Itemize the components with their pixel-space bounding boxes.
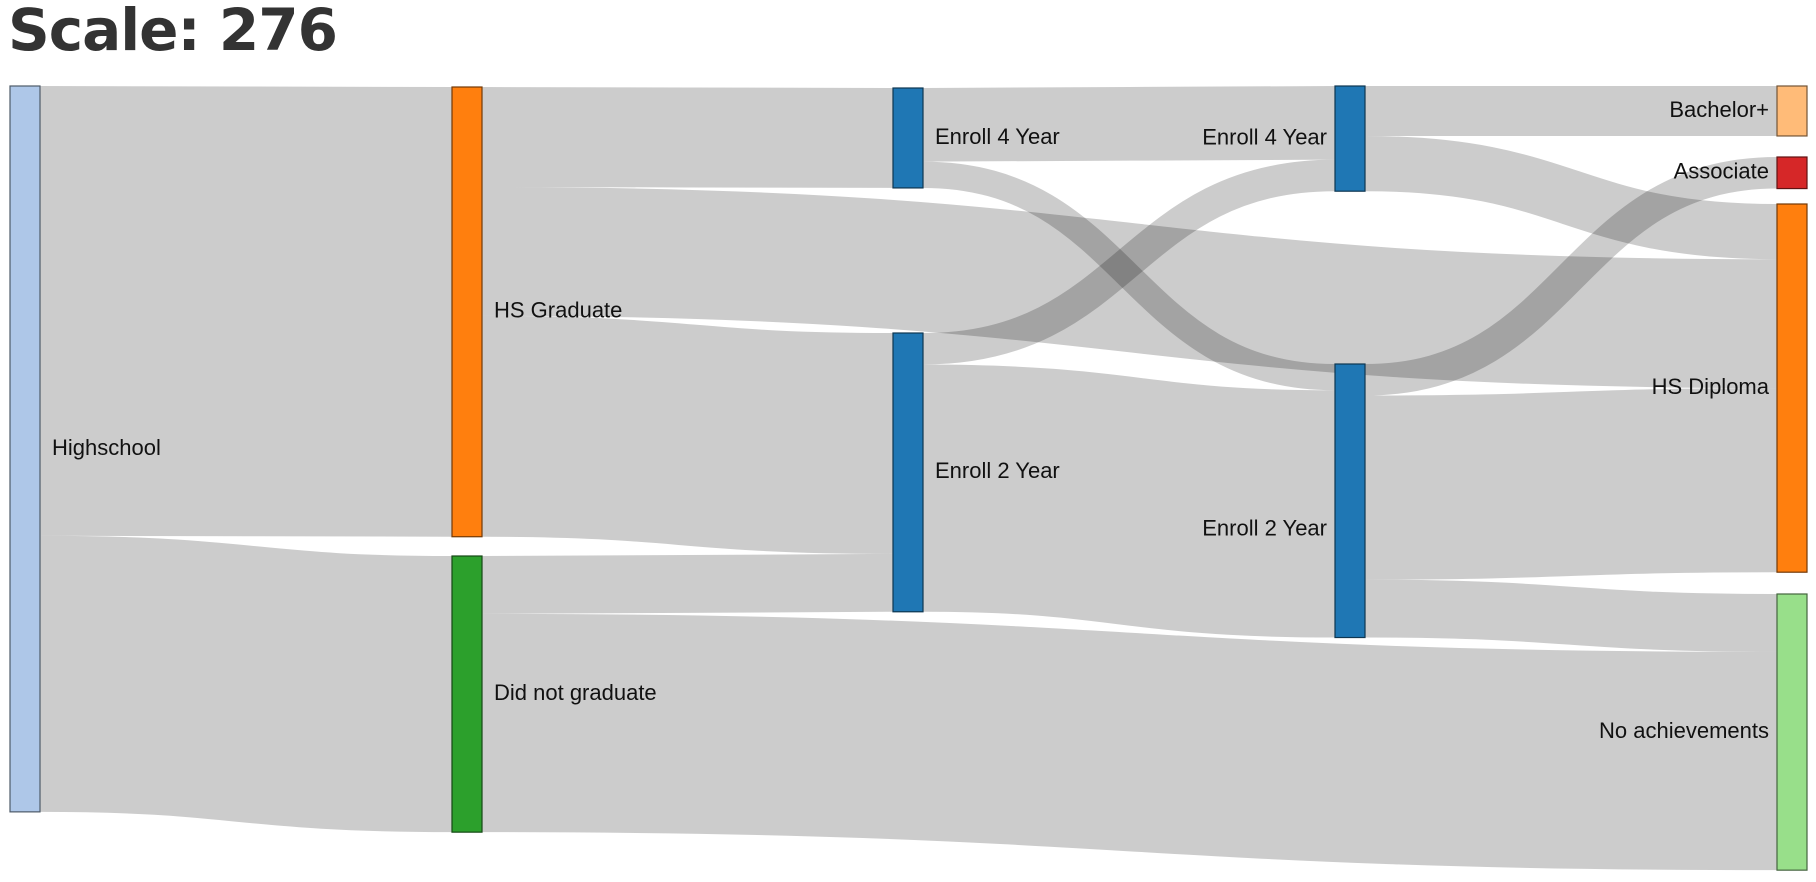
node-enroll2_b <box>1334 363 1366 639</box>
link-enroll4_a-to-enroll4_b <box>922 86 1336 162</box>
node-enroll4_a <box>892 87 924 189</box>
link-enroll2_a-to-enroll4_b <box>922 159 1336 365</box>
link-highschool-to-did_not_graduate <box>39 535 453 833</box>
node-did_not_graduate <box>451 555 483 833</box>
link-hs_graduate-to-hs_diploma <box>481 186 1778 389</box>
node-label-no_achievements: No achievements <box>1599 718 1769 743</box>
page-title: Scale: 276 <box>8 0 338 64</box>
node-label-bachelor: Bachelor+ <box>1669 97 1769 122</box>
node-label-did_not_graduate: Did not graduate <box>494 680 657 705</box>
node-label-hs_diploma: HS Diploma <box>1652 374 1770 399</box>
link-did_not_graduate-to-enroll2_a <box>481 553 894 614</box>
link-did_not_graduate-to-no_achievements <box>481 613 1778 871</box>
node-associate <box>1776 156 1808 190</box>
node-bachelor <box>1776 85 1808 137</box>
link-enroll2_b-to-no_achievements <box>1364 579 1778 652</box>
node-highschool <box>9 85 41 813</box>
link-enroll2_b-to-hs_diploma <box>1364 388 1778 580</box>
link-enroll2_a-to-enroll2_b <box>922 364 1336 638</box>
link-hs_graduate-to-enroll2_a <box>481 315 894 554</box>
link-enroll4_a-to-enroll2_b <box>922 161 1336 391</box>
node-label-enroll4_b: Enroll 4 Year <box>1202 124 1327 149</box>
node-hs_diploma <box>1776 203 1808 573</box>
sankey-links <box>39 85 1778 871</box>
node-label-hs_graduate: HS Graduate <box>494 298 622 323</box>
node-label-associate: Associate <box>1674 159 1769 184</box>
node-enroll2_a <box>892 332 924 613</box>
node-label-enroll2_b: Enroll 2 Year <box>1202 516 1327 541</box>
link-enroll2_b-to-associate <box>1364 157 1778 396</box>
node-no_achievements <box>1776 593 1808 871</box>
node-label-highschool: Highschool <box>52 435 161 460</box>
node-label-enroll2_a: Enroll 2 Year <box>935 458 1060 483</box>
node-enroll4_b <box>1334 85 1366 192</box>
node-hs_graduate <box>451 86 483 538</box>
link-enroll4_b-to-hs_diploma <box>1364 135 1778 260</box>
link-highschool-to-hs_graduate <box>39 86 453 537</box>
sankey-nodes <box>9 85 1808 871</box>
node-label-enroll4_a: Enroll 4 Year <box>935 124 1060 149</box>
link-hs_graduate-to-enroll4_a <box>481 87 894 188</box>
